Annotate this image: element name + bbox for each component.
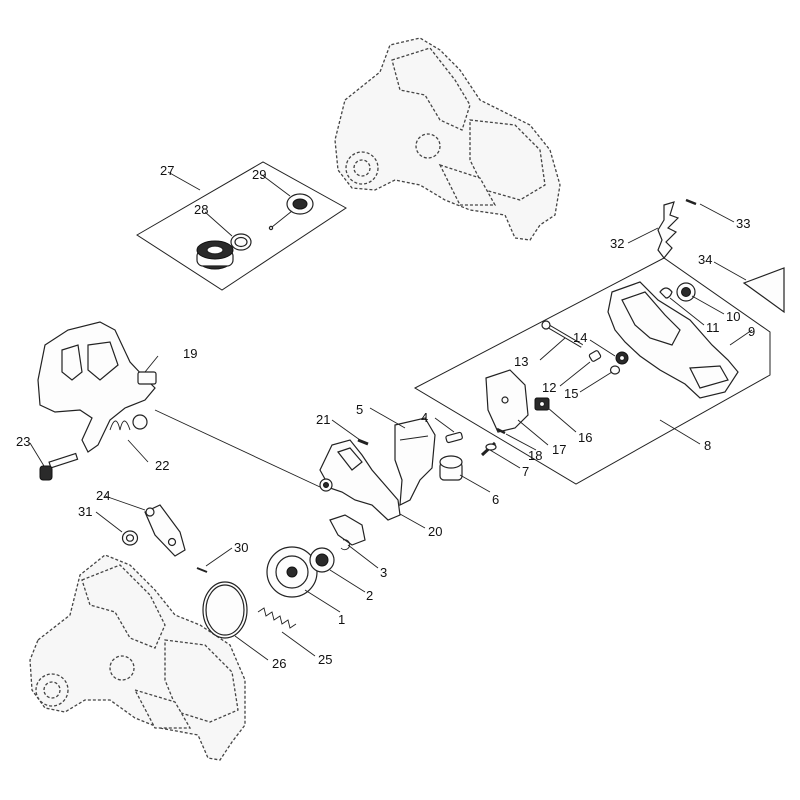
guard-bolt-part [39, 452, 79, 481]
callout-29: 29 [252, 167, 266, 182]
callout-25: 25 [318, 652, 332, 667]
nut-part-14 [615, 351, 629, 365]
callout-27: 27 [160, 163, 174, 178]
clutch-drum-part [266, 546, 318, 598]
callout-5: 5 [356, 402, 363, 417]
callout-1: 1 [338, 612, 345, 627]
stud-part-7 [480, 441, 497, 457]
fuel-cap-part [196, 240, 234, 270]
clip-part-11 [659, 287, 673, 299]
callout-23: 23 [16, 434, 30, 449]
guide-plate-part [485, 369, 529, 433]
callout-33: 33 [736, 216, 750, 231]
callout-24: 24 [96, 488, 110, 503]
callout-2: 2 [366, 588, 373, 603]
callout-11: 11 [706, 320, 720, 335]
adjuster-part [534, 397, 550, 411]
callout-20: 20 [428, 524, 442, 539]
callout-32: 32 [610, 236, 624, 251]
e-clip-part [340, 539, 351, 551]
leader-lines [29, 171, 753, 661]
tensioner-bolt-part [541, 320, 584, 348]
callout-12: 12 [542, 380, 556, 395]
screw-part-21 [357, 438, 369, 446]
callout-14: 14 [573, 330, 587, 345]
washer-part-31 [121, 530, 139, 546]
callout-31: 31 [78, 504, 92, 519]
callout-30: 30 [234, 540, 248, 555]
callout-17: 17 [552, 442, 566, 457]
brake-band-part [202, 581, 248, 639]
callout-3: 3 [380, 565, 387, 580]
callout-13: 13 [514, 354, 528, 369]
warning-label-part [742, 267, 785, 314]
callout-26: 26 [272, 656, 286, 671]
lever-part [144, 504, 186, 557]
callout-28: 28 [194, 202, 208, 217]
callout-labels: 1 2 3 4 5 6 7 8 9 10 11 12 13 14 15 16 1… [16, 163, 755, 671]
chain-catcher-part [657, 201, 680, 259]
callout-34: 34 [698, 252, 712, 267]
callout-7: 7 [522, 464, 529, 479]
front-guard-part [37, 321, 157, 453]
bushing-part [439, 455, 463, 481]
engine-housing-top [334, 37, 561, 241]
callout-22: 22 [155, 458, 169, 473]
callout-19: 19 [183, 346, 197, 361]
spring-part [257, 607, 297, 629]
washer-part-15 [609, 365, 621, 375]
pin-part-12 [588, 350, 602, 362]
nut-part-10 [676, 282, 696, 302]
fuel-cap-kit-frame [136, 161, 347, 291]
screw-part-18 [496, 427, 506, 435]
cover-assembly-frame [413, 257, 771, 485]
callout-18: 18 [528, 448, 542, 463]
o-ring-inner [234, 236, 248, 248]
callout-4: 4 [421, 410, 428, 425]
callout-9: 9 [748, 324, 755, 339]
pin-part-30 [196, 567, 208, 573]
screw-part-33 [685, 198, 697, 206]
cap-seal-part [268, 193, 314, 231]
stud-part-4 [445, 431, 463, 444]
bracket-part-5 [394, 417, 436, 507]
callout-10: 10 [726, 309, 740, 324]
sprocket-cover-part [607, 281, 739, 399]
callout-6: 6 [492, 492, 499, 507]
callout-21: 21 [316, 412, 330, 427]
brake-assembly-part [319, 439, 401, 546]
spring-washer-part [309, 547, 335, 573]
engine-housing-bottom [29, 554, 246, 761]
callout-16: 16 [578, 430, 592, 445]
callout-8: 8 [704, 438, 711, 453]
callout-15: 15 [564, 386, 578, 401]
